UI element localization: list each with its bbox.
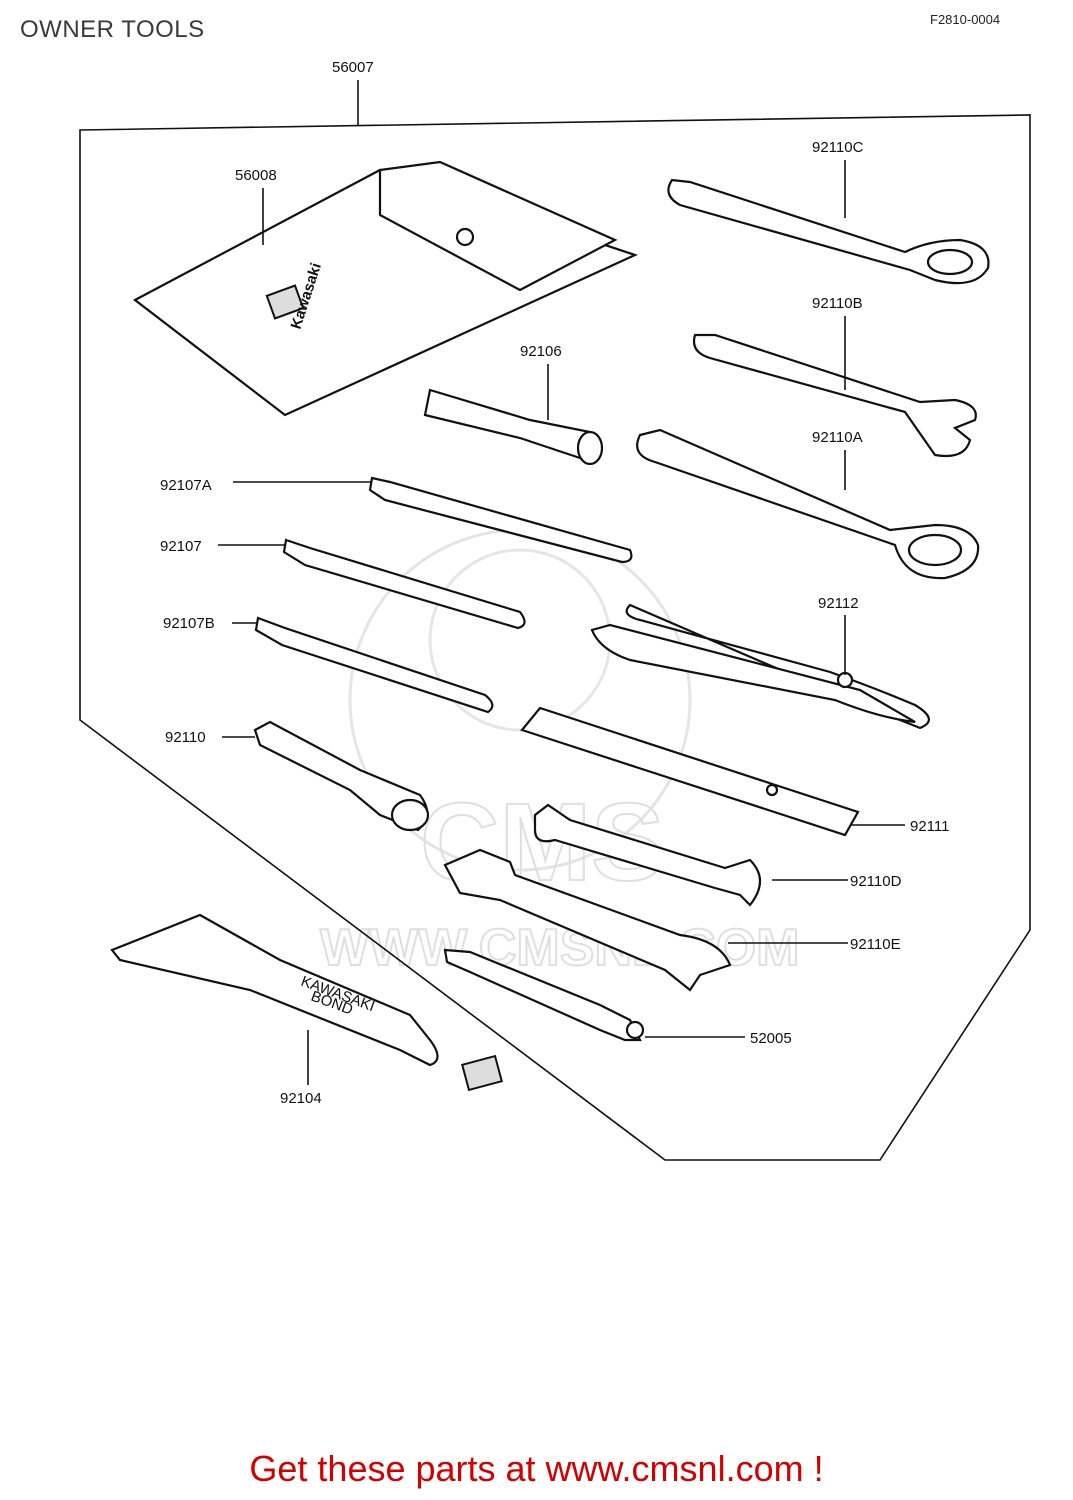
plug-handle-92106 (423, 388, 604, 466)
screwdriver-92107b (254, 616, 494, 714)
footer-parts-link[interactable]: Get these parts at www.cmsnl.com ! (249, 1448, 824, 1489)
label-52005: 52005 (750, 1030, 792, 1047)
label-92110e: 92110E (850, 936, 901, 953)
label-56007: 56007 (332, 59, 374, 76)
label-92110: 92110 (165, 729, 206, 746)
label-92110b: 92110B (812, 295, 863, 312)
screwdriver-92107a (368, 476, 633, 564)
parts-diagram: CMS WWW.CMSNL.COM Kawasaki (79, 59, 1031, 1161)
label-92107a: 92107A (160, 477, 212, 494)
kit-outline (79, 114, 1031, 1161)
tube-92104: KAWASAKI BOND (110, 913, 504, 1092)
label-92107b: 92107B (163, 615, 215, 632)
label-92110c: 92110C (812, 139, 864, 156)
watermark-url: WWW.CMSNL.COM (320, 919, 799, 977)
label-92110a: 92110A (812, 429, 863, 446)
wrench-92110c (667, 178, 990, 285)
label-92111: 92111 (910, 818, 950, 835)
label-92106: 92106 (520, 343, 562, 360)
page-title: OWNER TOOLS (20, 16, 205, 43)
label-92112: 92112 (818, 595, 859, 612)
diagram-code: F2810-0004 (930, 12, 1001, 27)
wrench-92110b (692, 333, 977, 458)
label-56008: 56008 (235, 167, 277, 184)
screwdriver-92107 (282, 538, 526, 630)
label-92107: 92107 (160, 538, 202, 555)
box-spanner-92110 (253, 720, 430, 832)
label-92110d: 92110D (850, 873, 902, 890)
tool-52005 (443, 948, 645, 1042)
wrench-92110a (636, 428, 980, 580)
wrench-92110e (443, 848, 732, 992)
bar-92111 (520, 706, 860, 837)
pliers-92112 (590, 603, 930, 730)
wrench-92110d (533, 803, 762, 907)
label-92104: 92104 (280, 1090, 322, 1107)
tool-pouch: Kawasaki (132, 160, 638, 417)
